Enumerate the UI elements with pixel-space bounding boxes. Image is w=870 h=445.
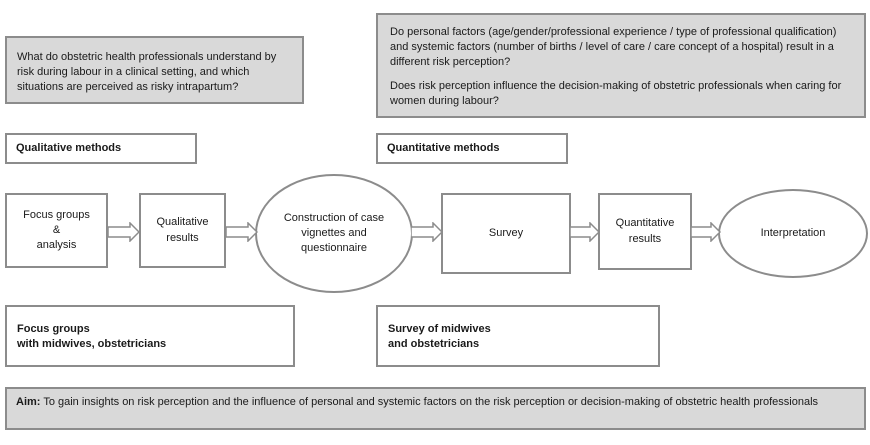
qualitative-methods-label: Qualitative methods <box>5 133 197 164</box>
aim-text: To gain insights on risk perception and … <box>43 396 819 408</box>
interpretation-text: Interpretation <box>760 226 826 239</box>
quantitative-results-node: Quantitative results <box>598 193 692 270</box>
quantitative-results-line-2: results <box>628 232 662 245</box>
quantitative-methods-label: Quantitative methods <box>376 133 568 164</box>
focus-groups-line-1: Focus groups <box>23 208 90 221</box>
qualitative-methods-text: Qualitative methods <box>16 141 122 154</box>
survey-participants-line-1: Survey of midwives <box>388 323 491 335</box>
quantitative-results-line-1: Quantitative <box>615 217 675 230</box>
survey-participants: Survey of midwives and obstetricians <box>376 305 660 367</box>
arrow-icon-2 <box>226 222 258 242</box>
qualitative-question-text: What do obstetric health professionals u… <box>17 51 277 94</box>
arrow-icon-4 <box>570 222 600 242</box>
arrow-icon-3 <box>411 222 443 242</box>
aim-label: Aim: <box>16 396 41 408</box>
qualitative-results-line-1: Qualitative <box>156 216 209 229</box>
quantitative-question-1: Do personal factors (age/gender/professi… <box>390 26 837 69</box>
quantitative-methods-text: Quantitative methods <box>387 141 500 154</box>
aim-box: Aim: To gain insights on risk perception… <box>5 387 866 430</box>
qualitative-results-line-2: results <box>166 231 199 244</box>
focus-groups-line-2: & <box>52 223 61 236</box>
qualitative-research-question: What do obstetric health professionals u… <box>5 36 304 104</box>
survey-text: Survey <box>488 226 524 239</box>
construction-text: Construction of case vignettes and quest… <box>283 211 385 255</box>
qualitative-results-node: Qualitative results <box>139 193 226 268</box>
survey-node: Survey <box>441 193 571 274</box>
focus-groups-analysis-node: Focus groups & analysis <box>5 193 108 268</box>
focus-participants-line-2: with midwives, obstetricians <box>17 338 167 351</box>
quantitative-research-questions: Do personal factors (age/gender/professi… <box>376 13 866 118</box>
focus-groups-participants: Focus groups with midwives, obstetrician… <box>5 305 295 367</box>
quantitative-question-2: Does risk perception influence the decis… <box>390 79 842 107</box>
focus-groups-line-3: analysis <box>36 239 77 252</box>
focus-participants-line-1: Focus groups <box>17 323 90 335</box>
interpretation-node: Interpretation <box>718 189 868 278</box>
arrow-icon-5 <box>691 222 721 242</box>
arrow-icon-1 <box>108 222 140 242</box>
construction-node: Construction of case vignettes and quest… <box>255 174 413 293</box>
survey-participants-line-2: and obstetricians <box>388 338 480 351</box>
